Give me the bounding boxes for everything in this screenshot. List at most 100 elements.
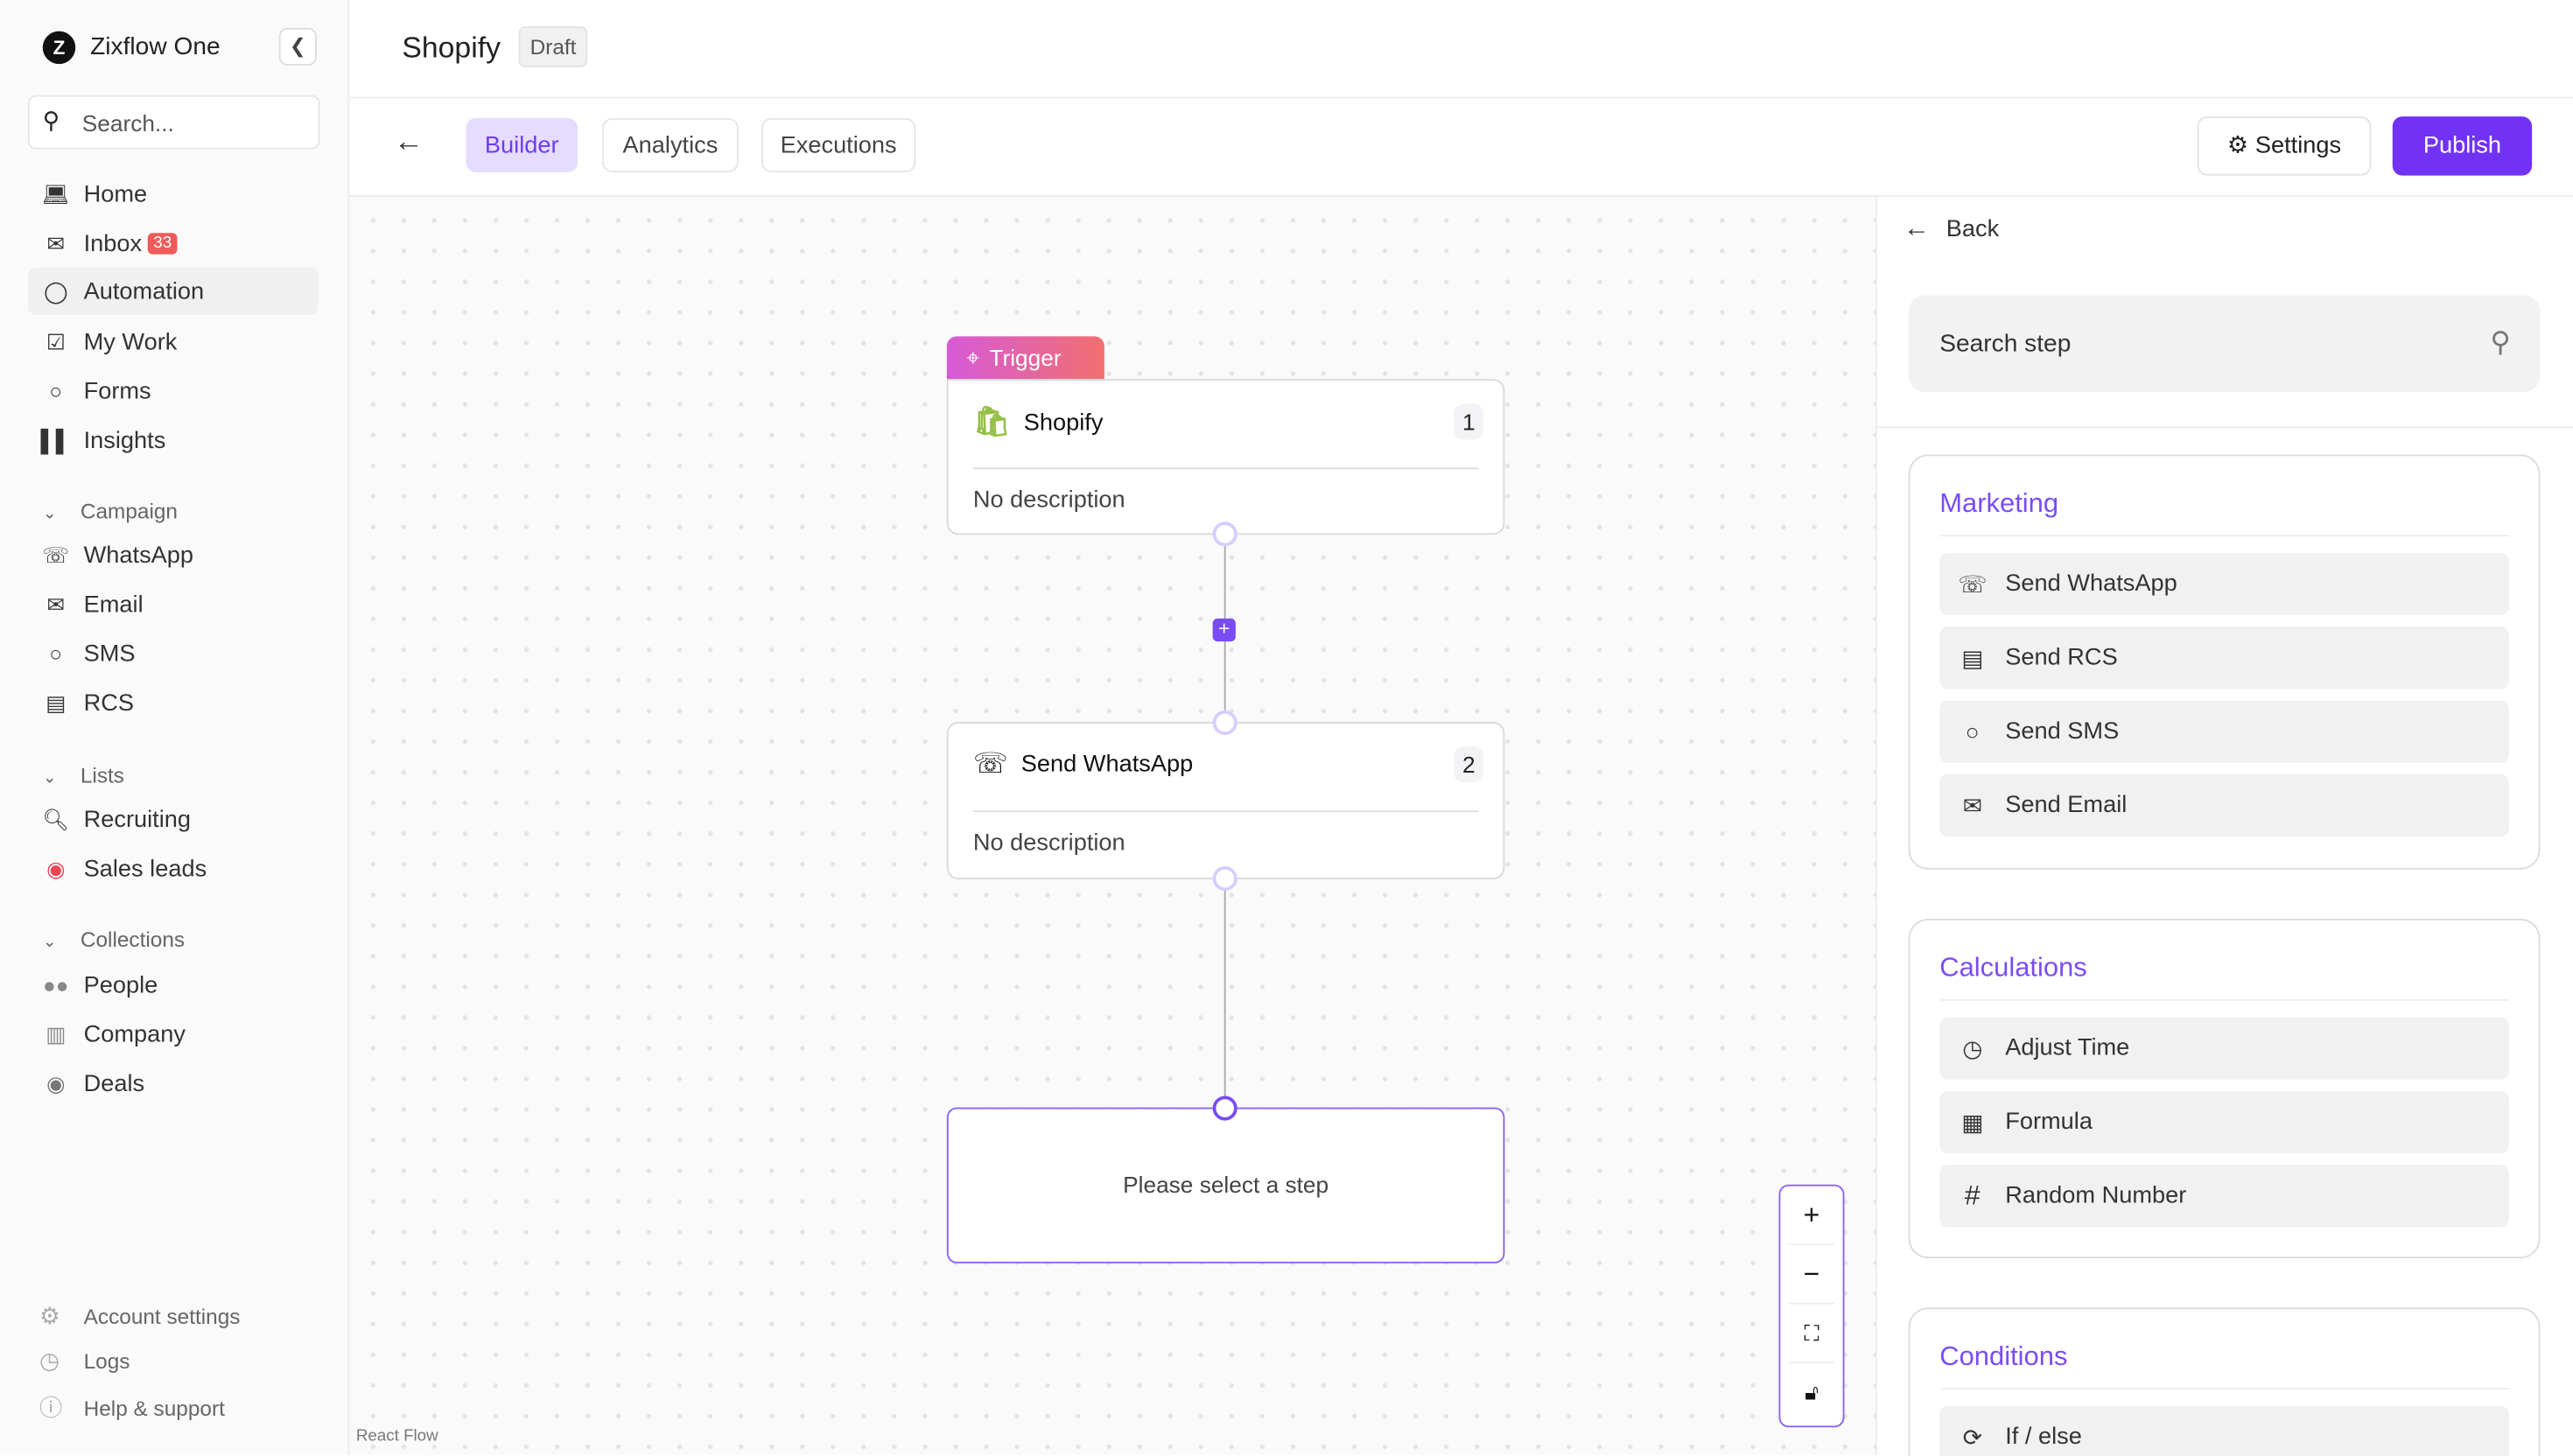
back-arrow-icon[interactable]: ← bbox=[394, 124, 424, 158]
sidebar-search-input[interactable]: ⚲ Search... bbox=[27, 94, 320, 150]
step-adjust-time[interactable]: ◷Adjust Time bbox=[1939, 1017, 2509, 1080]
divider bbox=[972, 810, 1479, 813]
footer-label: Logs bbox=[83, 1348, 130, 1374]
status-badge: Draft bbox=[518, 26, 588, 67]
help-icon: ⓘ bbox=[39, 1394, 63, 1421]
sidebar-item-rcs[interactable]: ▤RCS bbox=[28, 679, 319, 726]
footer-label: Help & support bbox=[83, 1395, 225, 1420]
add-step-button[interactable]: + bbox=[1212, 618, 1236, 642]
sidebar-item-email[interactable]: ✉ Email bbox=[28, 581, 319, 628]
whatsapp-icon: ☏ bbox=[1958, 570, 1988, 597]
nav-label: SMS bbox=[83, 640, 136, 668]
nav-label: Insights bbox=[83, 427, 166, 454]
flow-node-send-whatsapp[interactable]: ☏Send WhatsApp 2 No description bbox=[946, 722, 1505, 879]
step-send-sms[interactable]: ○ Send SMS bbox=[1939, 700, 2509, 763]
search-placeholder: Search step bbox=[1939, 329, 2072, 358]
react-flow-attribution[interactable]: React Flow bbox=[355, 1427, 438, 1446]
collapse-sidebar-button[interactable]: ❮ bbox=[278, 27, 317, 66]
step-random-number[interactable]: #Random Number bbox=[1939, 1165, 2509, 1228]
zoom-out-button[interactable]: − bbox=[1788, 1245, 1835, 1305]
page-title: Shopify bbox=[402, 31, 501, 65]
tab-builder[interactable]: Builder bbox=[466, 118, 578, 172]
node-handle[interactable] bbox=[1212, 710, 1237, 735]
sms-icon: ○ bbox=[1965, 718, 1980, 746]
node-title: Send WhatsApp bbox=[1020, 751, 1194, 778]
step-send-whatsapp[interactable]: ☏Send WhatsApp bbox=[1939, 552, 2509, 616]
node-handle[interactable] bbox=[1212, 522, 1237, 547]
sidebar-item-automation[interactable]: ◯Automation bbox=[27, 267, 319, 315]
section-label: Collections bbox=[80, 927, 186, 952]
sidebar bbox=[0, 0, 350, 1456]
nav-label: Deals bbox=[83, 1070, 145, 1097]
clock-icon: ◷ bbox=[39, 1347, 60, 1374]
email-icon: ✉ bbox=[1962, 791, 1982, 818]
step-label: Adjust Time bbox=[2005, 1035, 2130, 1062]
step-label: Send SMS bbox=[2005, 718, 2120, 746]
sidebar-item-company[interactable]: ▥Company bbox=[28, 1011, 319, 1058]
section-campaign[interactable]: ⌄ Campaign bbox=[43, 499, 178, 523]
logs-link[interactable]: ◷ Logs bbox=[39, 1347, 130, 1375]
sidebar-item-whatsapp[interactable]: ☏ WhatsApp bbox=[28, 532, 319, 579]
search-placeholder: Search... bbox=[81, 109, 174, 136]
search-icon: ⚲ bbox=[42, 106, 60, 133]
chevron-down-icon: ⌄ bbox=[42, 505, 57, 524]
step-send-email[interactable]: ✉ Send Email bbox=[1939, 774, 2509, 837]
sidebar-item-insights[interactable]: ▌▌ Insights bbox=[28, 416, 319, 464]
sidebar-item-sales-leads[interactable]: ◉Sales leads bbox=[28, 845, 319, 892]
section-label: Campaign bbox=[80, 499, 178, 524]
search-icon: ⚲ bbox=[2490, 326, 2511, 358]
section-collections[interactable]: ⌄Collections bbox=[43, 927, 185, 951]
nav-label: RCS bbox=[83, 690, 135, 717]
account-settings-link[interactable]: ⚙Account settings bbox=[39, 1303, 240, 1331]
node-handle[interactable] bbox=[1212, 866, 1237, 892]
step-label: If / else bbox=[2005, 1424, 2082, 1451]
sms-icon: ○ bbox=[49, 641, 63, 667]
step-label: Send Email bbox=[2005, 792, 2128, 819]
sidebar-item-my-work[interactable]: ☑My Work bbox=[28, 318, 319, 366]
lock-button[interactable]: 🔓︎ bbox=[1805, 1379, 1819, 1404]
sidebar-item-recruiting[interactable]: 🔍︎Recruiting bbox=[28, 795, 319, 843]
step-formula[interactable]: ▦Formula bbox=[1939, 1090, 2509, 1154]
step-send-rcs[interactable]: ▤Send RCS bbox=[1939, 626, 2509, 690]
zoom-in-button[interactable]: + bbox=[1788, 1186, 1835, 1246]
sidebar-item-deals[interactable]: ◉Deals bbox=[28, 1060, 319, 1107]
step-label: Random Number bbox=[2005, 1182, 2187, 1209]
gear-icon: ⚙ bbox=[39, 1302, 60, 1329]
settings-label: Settings bbox=[2254, 132, 2342, 159]
settings-button[interactable]: ⚙ Settings bbox=[2197, 116, 2372, 176]
edge-2-3[interactable] bbox=[1223, 879, 1226, 1108]
tab-analytics[interactable]: Analytics bbox=[602, 118, 739, 172]
sidebar-item-home[interactable]: 💻︎Home bbox=[28, 171, 319, 218]
magnifier-icon: 🔍︎ bbox=[42, 806, 70, 831]
whatsapp-icon: ☏ bbox=[42, 542, 69, 567]
email-icon: ✉ bbox=[46, 591, 65, 617]
help-support-link[interactable]: ⓘ Help & support bbox=[39, 1391, 225, 1424]
nav-label: Automation bbox=[83, 277, 205, 304]
empty-step-node[interactable]: Please select a step bbox=[946, 1107, 1505, 1264]
nav-label: My Work bbox=[83, 328, 178, 355]
sidebar-item-people[interactable]: ●●People bbox=[28, 962, 319, 1009]
sidebar-item-sms[interactable]: ○ SMS bbox=[28, 630, 319, 677]
bar-chart-icon: ▌▌ bbox=[40, 428, 72, 453]
flow-node-shopify[interactable]: 🛍︎Shopify 1 No description bbox=[946, 379, 1505, 536]
fit-view-button[interactable]: ⛶ bbox=[1788, 1305, 1835, 1364]
arrow-left-icon: ← bbox=[1903, 214, 1930, 243]
back-button[interactable]: ←Back bbox=[1903, 215, 1999, 245]
node-title: Shopify bbox=[1023, 409, 1104, 436]
node-number: 1 bbox=[1454, 403, 1483, 440]
node-handle[interactable] bbox=[1212, 1096, 1237, 1121]
publish-button[interactable]: Publish bbox=[2392, 116, 2533, 176]
nav-label: Email bbox=[83, 591, 144, 618]
tab-executions[interactable]: Executions bbox=[761, 118, 916, 172]
search-step-input[interactable]: Search step ⚲ bbox=[1908, 295, 2541, 393]
step-label: Send RCS bbox=[2005, 644, 2118, 671]
target-icon: ⌖ bbox=[966, 344, 980, 371]
nav-label: People bbox=[83, 971, 158, 998]
divider bbox=[349, 195, 2573, 197]
step-if-else[interactable]: ⟳If / else bbox=[1939, 1405, 2509, 1456]
workspace-name[interactable]: Zixflow One bbox=[90, 32, 221, 61]
section-lists[interactable]: ⌄Lists bbox=[43, 763, 124, 788]
sidebar-item-forms[interactable]: ○Forms bbox=[28, 368, 319, 415]
nav-label: WhatsApp bbox=[83, 542, 194, 569]
